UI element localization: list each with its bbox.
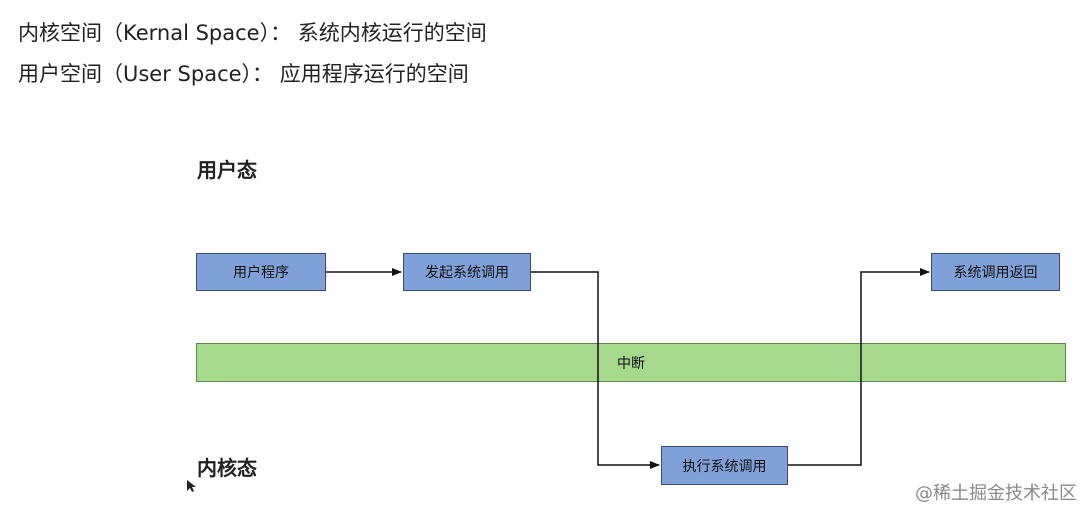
node-execute-syscall: 执行系统调用 xyxy=(661,446,788,485)
user-state-label: 用户态 xyxy=(197,158,257,182)
watermark: @稀土掘金技术社区 xyxy=(915,483,1077,504)
node-user-program: 用户程序 xyxy=(196,253,326,291)
user-space-definition: 用户空间（User Space）： 应用程序运行的空间 xyxy=(18,62,469,86)
node-syscall-return: 系统调用返回 xyxy=(931,253,1060,291)
interrupt-label: 中断 xyxy=(617,355,645,372)
node-initiate-syscall: 发起系统调用 xyxy=(403,253,531,291)
interrupt-bar: 中断 xyxy=(196,343,1066,382)
mouse-cursor-icon xyxy=(187,480,196,492)
kernel-state-label: 内核态 xyxy=(197,456,257,480)
kernel-space-definition: 内核空间（Kernal Space）： 系统内核运行的空间 xyxy=(18,21,487,45)
